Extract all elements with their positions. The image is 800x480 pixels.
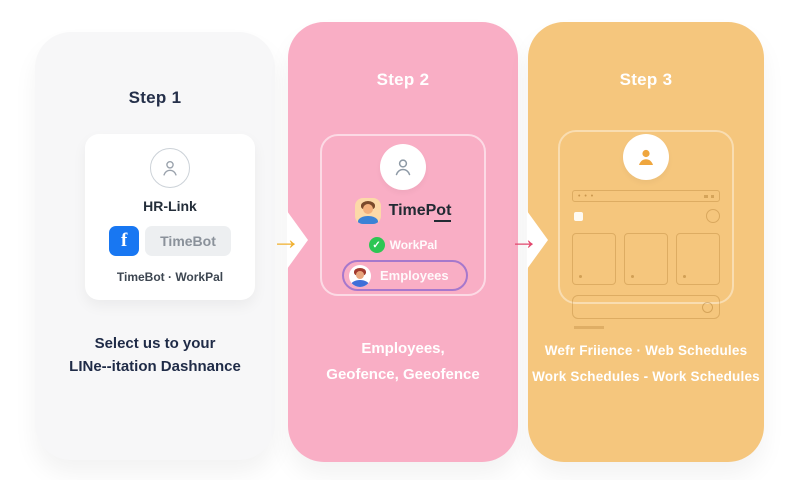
person-filled-icon [623,134,669,180]
step-3-description-line2: Work Schedules - Work Schedules [532,368,760,384]
browser-titlebar: • • • [572,190,720,202]
profile-placeholder-icon [706,209,720,223]
facebook-glyph: f [120,230,128,251]
person-outline-icon [380,144,426,190]
logo-placeholder [574,212,583,221]
connect-row: f TimeBot [85,226,255,256]
person-outline-icon [150,148,190,188]
wireframe-bottom-bar [572,295,720,319]
wireframe-card [676,233,720,285]
workpal-row: ✓ WorkPal [322,237,484,253]
step-3-card: • • • [558,130,734,329]
wireframe-card [572,233,616,285]
bar-circle-icon [702,302,713,313]
wireframe-footnote [574,326,604,329]
timebot-button[interactable]: TimeBot [145,226,231,256]
facebook-icon: f [109,226,140,256]
step-3-title: Step 3 [619,70,673,89]
step-2-panel: Step 2 TimePot ✓ [288,22,518,462]
check-icon: ✓ [368,237,385,253]
browser-menu-icon [704,195,714,198]
employee-avatar-icon [349,264,371,287]
step-1-card: HR-Link f TimeBot TimeBot · WorkPal [85,134,255,300]
step-1-title: Step 1 [128,88,182,107]
dashboard-wireframe: • • • [572,190,720,329]
timepot-underline [434,220,452,222]
hr-link-label: HR-Link [143,198,197,214]
timepot-text: TimePot [388,202,452,219]
employees-label: Employees [380,268,449,283]
dashboard-cards [572,233,720,285]
employees-pill-button[interactable]: Employees [342,260,468,291]
arrow-step1-to-step2-icon: → [271,223,301,256]
step-3-description-line1: Wefr Friience · Web Schedules [544,343,748,358]
step-2-description-line1: Employees, [361,340,445,357]
step-3-description: Wefr Friience · Web Schedules Work Sched… [528,338,764,389]
step-1-description-line2: LINe--itation Dashnance [69,358,241,376]
timepot-avatar-icon [354,198,381,224]
timepot-label: TimePot [388,202,452,222]
window-controls-icon: • • • [578,193,595,200]
step-1-description: Select us to your LINe--itation Dashnanc… [35,332,275,379]
step-1-panel: Step 1 HR-Link f TimeBot TimeBot · WorkP… [35,32,275,460]
step-1-card-caption: TimeBot · WorkPal [116,270,224,284]
step-3-panel: Step 3 • • • [528,22,764,462]
browser-toolbar [572,209,720,225]
step-1-description-line1: Select us to your [94,335,216,352]
step-2-card: TimePot ✓ WorkPal Employees [320,134,486,296]
step-2-title: Step 2 [376,70,430,89]
wireframe-card [624,233,668,285]
workpal-label: WorkPal [389,238,438,252]
step-2-description-line2: Geofence, Geeofence [326,366,480,384]
timepot-row: TimePot [322,198,484,224]
step-2-description: Employees, Geofence, Geeofence [288,336,518,389]
arrow-step2-to-step3-icon: → [509,223,539,256]
check-glyph: ✓ [372,239,381,251]
